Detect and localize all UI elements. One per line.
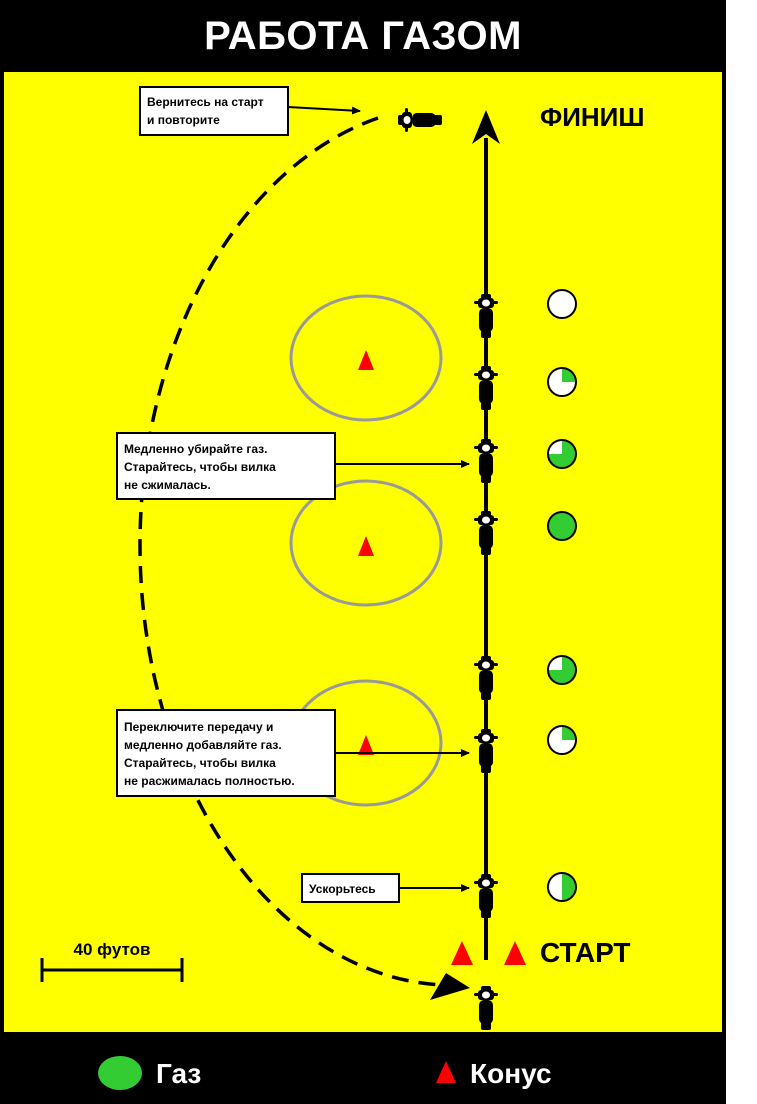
cone-icon bbox=[358, 350, 374, 370]
svg-text:Медленно убирайте газ.: Медленно убирайте газ. bbox=[124, 442, 267, 456]
page-title: РАБОТА ГАЗОМ bbox=[204, 14, 522, 58]
return-path bbox=[138, 116, 463, 987]
legend: Газ Конус bbox=[98, 1056, 552, 1090]
legend-throttle-label: Газ bbox=[156, 1058, 201, 1089]
callout-shift: Переключите передачу и медленно добавляй… bbox=[116, 709, 470, 797]
throttle-gauge-icon bbox=[547, 367, 577, 397]
scale-bar: 40 футов bbox=[40, 940, 184, 982]
start-label: СТАРТ bbox=[540, 937, 631, 968]
cone-icon bbox=[358, 536, 374, 556]
svg-text:медленно добавляйте газ.: медленно добавляйте газ. bbox=[124, 738, 282, 752]
cone-icon bbox=[504, 941, 526, 965]
svg-text:Старайтесь, чтобы вилка: Старайтесь, чтобы вилка bbox=[124, 756, 276, 770]
svg-text:Ускорьтесь: Ускорьтесь bbox=[309, 882, 376, 896]
turning-circle bbox=[289, 294, 443, 422]
cone-icon bbox=[451, 941, 473, 965]
cone-legend-icon bbox=[436, 1061, 456, 1083]
return-arrowhead bbox=[430, 973, 470, 1000]
finish-label: ФИНИШ bbox=[540, 102, 644, 132]
throttle-gauge-icon bbox=[547, 725, 577, 755]
svg-text:и повторите: и повторите bbox=[147, 113, 220, 127]
turning-circle bbox=[289, 479, 443, 607]
svg-text:Вернитесь на старт: Вернитесь на старт bbox=[147, 95, 264, 109]
throttle-gauge-icon bbox=[547, 289, 577, 319]
scale-label: 40 футов bbox=[74, 940, 151, 959]
throttle-gauges bbox=[547, 289, 577, 902]
legend-cone-label: Конус bbox=[470, 1058, 552, 1089]
svg-text:не сжималась.: не сжималась. bbox=[124, 478, 211, 492]
callout-accelerate: Ускорьтесь bbox=[301, 873, 470, 903]
callout-return: Вернитесь на старт и повторите bbox=[139, 86, 361, 136]
throttle-gauge-icon bbox=[547, 439, 577, 469]
throttle-gauge-icon bbox=[547, 655, 577, 685]
svg-text:Переключите передачу и: Переключите передачу и bbox=[124, 720, 273, 734]
callout-release: Медленно убирайте газ. Старайтесь, чтобы… bbox=[116, 432, 470, 500]
throttle-legend-icon bbox=[98, 1056, 142, 1090]
finish-arrowhead bbox=[472, 110, 500, 144]
cone-icon bbox=[358, 735, 374, 755]
callout-arrow bbox=[287, 106, 361, 115]
svg-text:Старайтесь, чтобы вилка: Старайтесь, чтобы вилка bbox=[124, 460, 276, 474]
cones bbox=[358, 350, 526, 965]
throttle-gauge-icon bbox=[547, 872, 577, 902]
throttle-gauge-icon bbox=[547, 511, 577, 541]
svg-text:не расжималась полностью.: не расжималась полностью. bbox=[124, 774, 295, 788]
